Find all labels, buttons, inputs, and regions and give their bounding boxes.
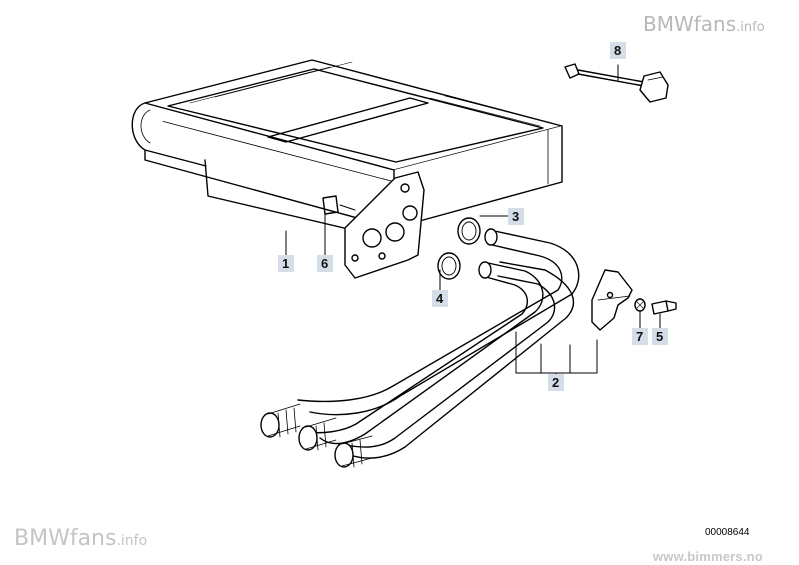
watermark-top: BMWfans.info	[643, 12, 765, 36]
site-url: www.bimmers.no	[653, 549, 763, 564]
o-ring-4	[437, 252, 461, 280]
callout-2: 2	[548, 374, 564, 391]
watermark-bottom-brand: BMWfans	[14, 526, 117, 551]
callout-1: 1	[278, 255, 294, 272]
o-ring-3	[457, 217, 481, 245]
callout-2-text: 2	[552, 375, 559, 390]
leader-lines	[285, 64, 661, 381]
bracket-drawing	[591, 269, 633, 331]
watermark-top-suffix: .info	[736, 20, 765, 35]
heater-core-drawing	[131, 59, 563, 279]
watermark-bottom: BMWfans.info	[14, 526, 147, 551]
callout-3: 3	[508, 208, 524, 225]
callout-8: 8	[610, 42, 626, 59]
pipes-drawing	[260, 228, 580, 468]
callout-6: 6	[317, 255, 333, 272]
callout-4: 4	[432, 290, 448, 307]
callout-8-text: 8	[614, 43, 621, 58]
callout-5-text: 5	[656, 329, 663, 344]
callout-7: 7	[632, 328, 648, 345]
callout-1-text: 1	[282, 256, 289, 271]
sensor-8-drawing	[564, 63, 669, 103]
callout-3-text: 3	[512, 209, 519, 224]
watermark-top-brand: BMWfans	[643, 12, 737, 36]
callout-5: 5	[652, 328, 668, 345]
watermark-bottom-suffix: .info	[116, 533, 148, 549]
diagram-code: 00008644	[705, 527, 750, 538]
callout-7-text: 7	[636, 329, 643, 344]
callout-4-text: 4	[436, 291, 444, 306]
callout-6-text: 6	[321, 256, 328, 271]
bolt-5	[651, 300, 677, 315]
